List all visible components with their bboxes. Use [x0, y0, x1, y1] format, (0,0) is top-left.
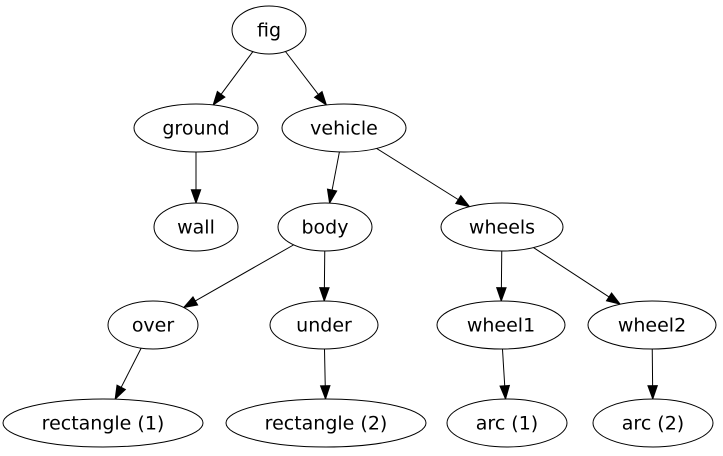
node-ground: ground — [133, 103, 259, 153]
node-over: over — [107, 300, 199, 350]
node-arc2-label: arc (2) — [622, 412, 684, 434]
arrowhead-wheel1-to-arc1 — [499, 384, 511, 401]
node-vehicle-label: vehicle — [310, 117, 378, 139]
edge-over-to-rect1 — [120, 347, 142, 388]
node-wheel1-ellipse — [436, 300, 566, 350]
node-rect2-label: rectangle (2) — [265, 412, 388, 434]
node-vehicle: vehicle — [281, 103, 407, 153]
node-wheel2: wheel2 — [587, 300, 717, 350]
arrowhead-fig-to-vehicle — [313, 90, 328, 107]
arrowhead-fig-to-ground — [212, 90, 226, 107]
node-over-label: over — [132, 314, 175, 336]
node-over-ellipse — [107, 300, 199, 350]
node-arc1: arc (1) — [446, 398, 568, 448]
node-ground-label: ground — [162, 117, 229, 139]
node-wheels-label: wheels — [469, 216, 535, 238]
node-wheels: wheels — [440, 202, 564, 252]
arrowhead-body-to-under — [318, 287, 330, 303]
node-rect2-ellipse — [225, 398, 427, 448]
node-fig-ellipse — [231, 5, 307, 55]
edge-fig-to-ground — [220, 51, 254, 95]
arrowhead-under-to-rect2 — [319, 385, 331, 401]
node-wall-ellipse — [153, 202, 239, 252]
node-rect2: rectangle (2) — [225, 398, 427, 448]
node-arc1-label: arc (1) — [476, 412, 538, 434]
node-wheel2-ellipse — [587, 300, 717, 350]
node-body-label: body — [302, 216, 349, 238]
node-rect1: rectangle (1) — [2, 398, 204, 448]
arrowhead-over-to-rect1 — [114, 384, 127, 401]
edge-vehicle-to-body — [331, 151, 340, 191]
node-wheel2-label: wheel2 — [618, 314, 686, 336]
node-wheels-ellipse — [440, 202, 564, 252]
node-under: under — [269, 300, 379, 350]
node-wheel1-label: wheel1 — [467, 314, 535, 336]
edge-wheel1-to-arc1 — [501, 348, 506, 386]
node-wheel1: wheel1 — [436, 300, 566, 350]
node-vehicle-ellipse — [281, 103, 407, 153]
node-wall: wall — [153, 202, 239, 252]
node-fig: fig — [231, 5, 307, 55]
node-wall-label: wall — [177, 216, 215, 238]
node-arc2: arc (2) — [592, 398, 714, 448]
arrowhead-vehicle-to-body — [326, 188, 338, 205]
node-rect1-label: rectangle (1) — [42, 412, 165, 434]
node-arc1-ellipse — [446, 398, 568, 448]
node-body-ellipse — [277, 202, 373, 252]
arrowhead-wheel2-to-arc2 — [647, 385, 659, 401]
node-rect1-ellipse — [2, 398, 204, 448]
edge-wheels-to-wheel2 — [533, 247, 610, 298]
node-arc2-ellipse — [592, 398, 714, 448]
node-fig-label: fig — [257, 19, 281, 41]
node-under-label: under — [296, 314, 352, 336]
arrowhead-ground-to-wall — [190, 189, 202, 205]
edge-under-to-rect2 — [323, 348, 326, 386]
node-ground-ellipse — [133, 103, 259, 153]
arrowhead-wheels-to-wheel1 — [495, 287, 507, 303]
arrowhead-wheels-to-wheel2 — [605, 292, 622, 306]
arrowhead-body-to-over — [182, 295, 199, 309]
edge-vehicle-to-wheels — [376, 147, 459, 201]
edge-body-to-over — [195, 244, 294, 302]
node-under-ellipse — [269, 300, 379, 350]
edge-fig-to-vehicle — [285, 51, 319, 95]
node-body: body — [277, 202, 373, 252]
arrowhead-vehicle-to-wheels — [454, 194, 471, 208]
